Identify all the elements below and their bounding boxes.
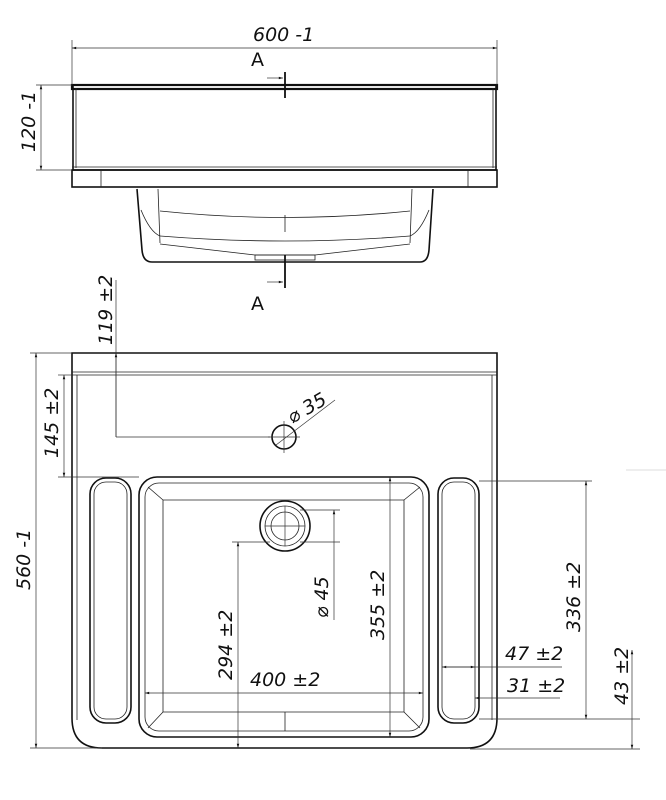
dim-bowl-width: 400 ±2 xyxy=(250,669,320,691)
dim-slot-inner-width: 31 ±2 xyxy=(507,675,565,697)
dim-slot-length: 336 ±2 xyxy=(563,562,585,632)
dim-depth-overall: 560 -1 xyxy=(13,529,35,590)
dim-width-overall: 600 -1 xyxy=(253,24,314,46)
dim-tap-offset: 119 ±2 xyxy=(95,275,117,345)
section-label-bottom: A xyxy=(251,293,264,315)
dim-tap-hole-diameter: ⌀ 35 xyxy=(284,388,331,428)
tap-hole-icon xyxy=(268,399,336,453)
front-view: A A 600 -1 120 -1 xyxy=(18,24,499,315)
dim-slot-outer-width: 47 ±2 xyxy=(505,643,563,665)
dim-height-front: 120 -1 xyxy=(18,91,40,152)
dim-bowl-length: 355 ±2 xyxy=(367,570,389,640)
dim-drain-diameter: ⌀ 45 xyxy=(311,576,333,618)
dim-drain-to-front: 294 ±2 xyxy=(215,610,237,680)
dim-slot-to-front: 43 ±2 xyxy=(611,647,633,705)
dim-bowl-top-offset: 145 ±2 xyxy=(41,388,63,458)
plan-view: ⌀ 35 119 ±2 145 ±2 560 -1 ⌀ 45 294 ±2 35… xyxy=(13,275,666,750)
drain-icon xyxy=(259,500,311,552)
section-label-top: A xyxy=(251,49,264,71)
